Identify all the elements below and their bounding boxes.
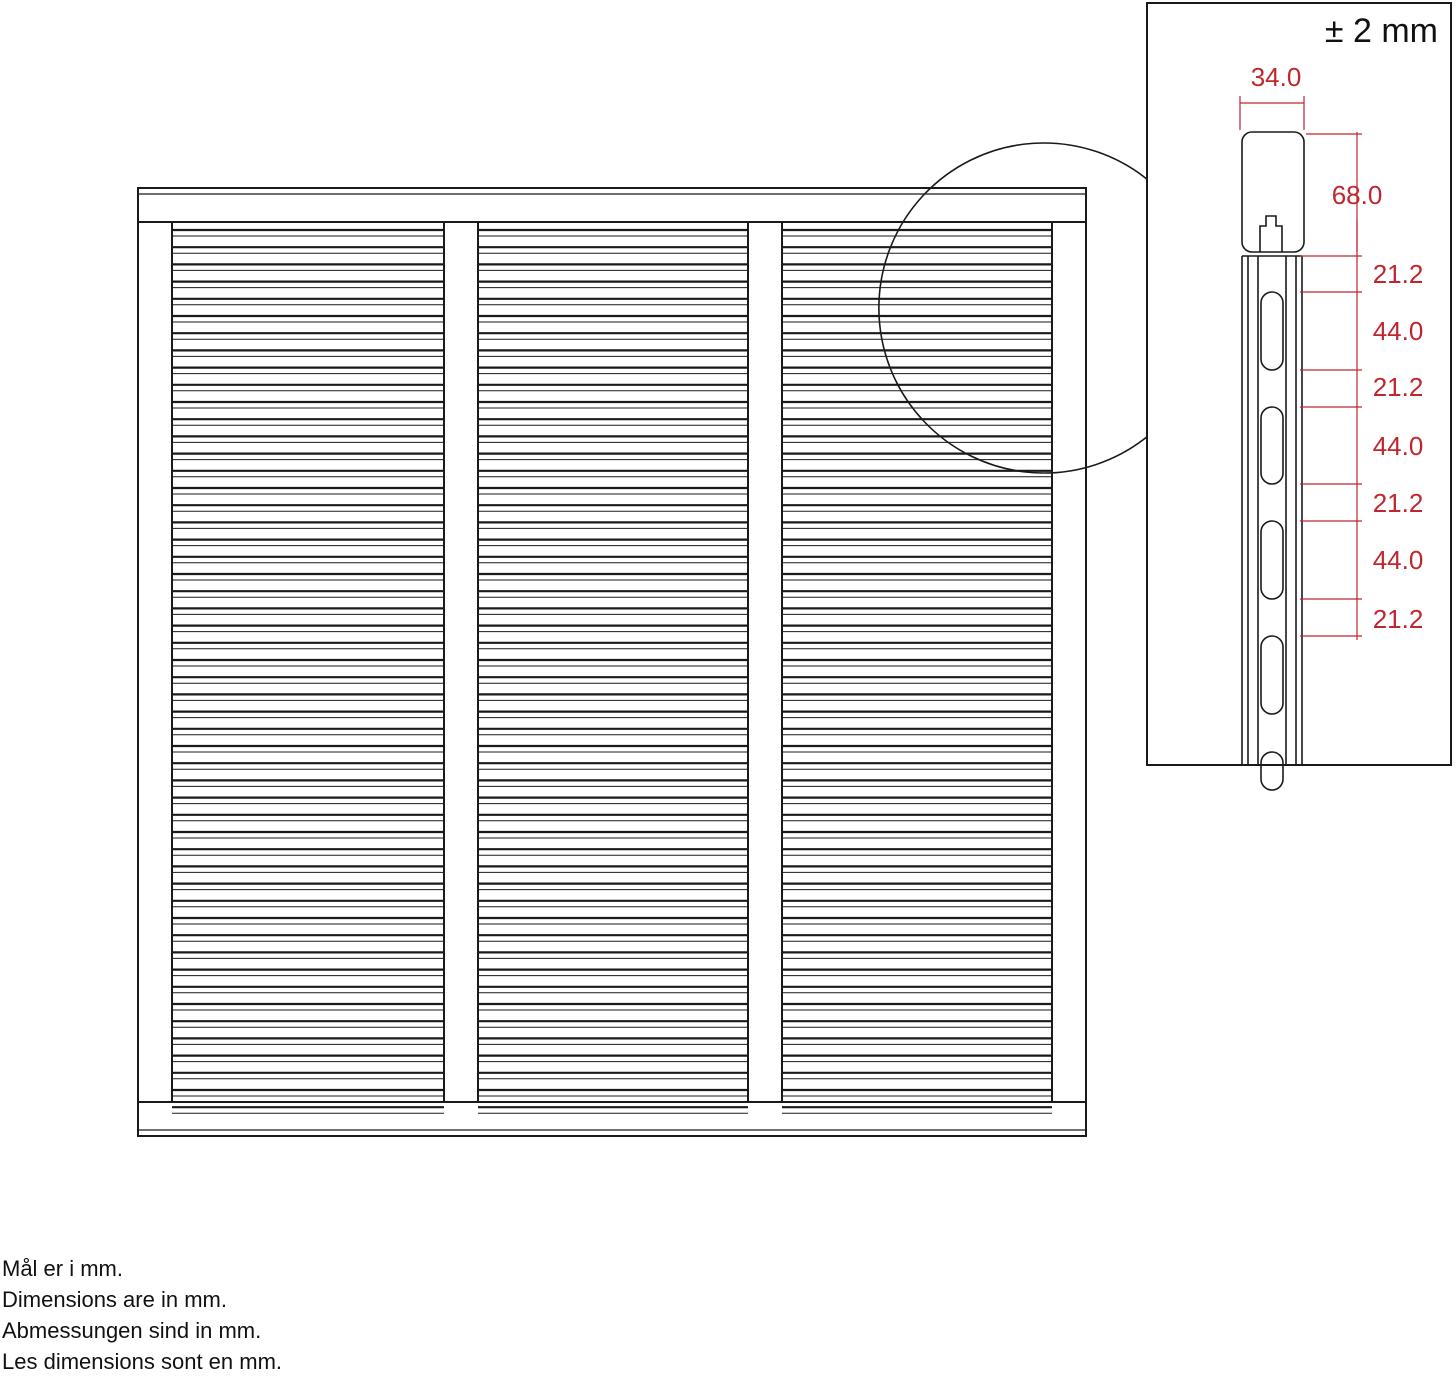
bottom-rail (137, 1101, 1087, 1137)
right-post (1051, 221, 1087, 1103)
spacing-label: 21.2 (1373, 604, 1424, 634)
spacing-label: 21.2 (1373, 259, 1424, 289)
spacing-label: 21.2 (1373, 372, 1424, 402)
middle-post-right (747, 221, 783, 1103)
magnifier-circle (878, 142, 1149, 474)
slat-slot (1260, 291, 1284, 371)
note-french: Les dimensions sont en mm. (2, 1349, 283, 1374)
tolerance-label: ± 2 mm (1325, 12, 1438, 50)
spacing-dimensions: 21.2 44.0 21.2 44.0 21.2 44.0 21.2 (1300, 220, 1423, 640)
post-cap (1241, 131, 1305, 253)
left-post (137, 221, 173, 1103)
detail-box (1146, 2, 1452, 766)
slat-tongue (1259, 215, 1283, 252)
note-german: Abmessungen sind in mm. (2, 1318, 262, 1343)
spacing-label: 44.0 (1373, 545, 1424, 575)
spacing-label: 44.0 (1373, 431, 1424, 461)
slat-slot (1260, 520, 1284, 600)
spacing-label: 21.2 (1373, 488, 1424, 518)
note-english: Dimensions are in mm. (2, 1287, 227, 1312)
middle-post-left (443, 221, 479, 1103)
slat-slot (1260, 406, 1284, 485)
detail-view: ± 2 mm 21.2 44.0 21.2 44.0 21.2 44.0 21.2 34.0… (1146, 2, 1452, 791)
slat-slot (1260, 635, 1284, 715)
top-rail (137, 187, 1087, 223)
spacing-label: 44.0 (1373, 316, 1424, 346)
slat-slots (1260, 291, 1284, 791)
panel-frame (137, 187, 1087, 1137)
slat-slot (1260, 751, 1284, 791)
note-norwegian: Mål er i mm. (2, 1256, 123, 1281)
width-label: 34.0 (1251, 62, 1302, 92)
post-height-label: 68.0 (1332, 180, 1383, 210)
panel-slats (172, 228, 1052, 1114)
